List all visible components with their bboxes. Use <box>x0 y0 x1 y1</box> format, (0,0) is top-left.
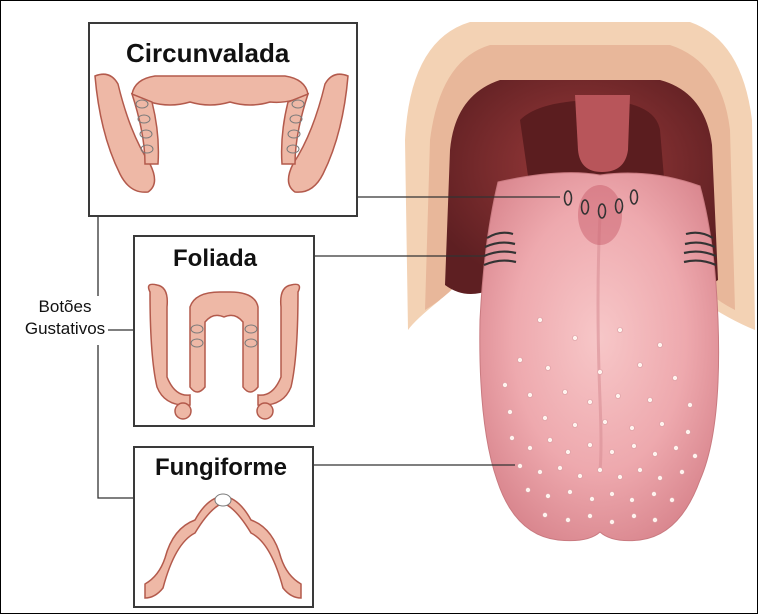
taste-buds-label-line2: Gustativos <box>22 318 108 340</box>
taste-buds-label: Botões Gustativos <box>22 296 108 340</box>
label-fungiforme: Fungiforme <box>155 454 287 482</box>
panel-fungiforme: Fungiforme <box>133 446 314 608</box>
panel-foliada: Foliada <box>133 235 315 427</box>
uvula <box>575 95 630 172</box>
panel-circunvalada: Circunvalada <box>88 22 358 217</box>
taste-buds-label-line1: Botões <box>22 296 108 318</box>
label-circunvalada: Circunvalada <box>126 38 289 69</box>
label-foliada: Foliada <box>173 245 257 273</box>
tongue-base-shadow <box>578 185 622 245</box>
